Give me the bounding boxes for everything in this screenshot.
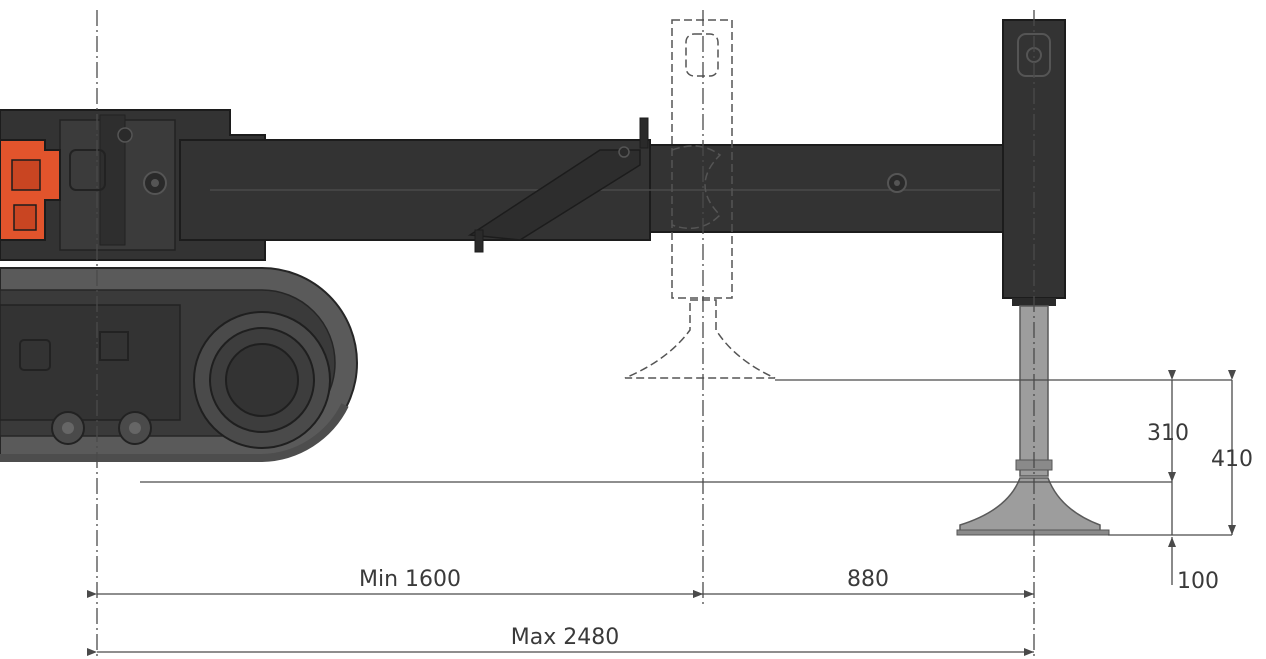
outrigger-leg bbox=[956, 19, 1110, 536]
retracted-outrigger-ghost bbox=[624, 19, 776, 379]
crawler-track bbox=[0, 267, 358, 462]
label-lift-410: 410 bbox=[1211, 447, 1253, 472]
label-max-reach: Max 2480 bbox=[511, 625, 619, 650]
label-extension: 880 bbox=[847, 567, 889, 592]
outrigger-beam bbox=[179, 117, 1011, 253]
hydraulic-block bbox=[0, 139, 61, 241]
dimension-lines bbox=[87, 370, 1236, 656]
reference-lines bbox=[140, 379, 1232, 536]
centerlines bbox=[96, 10, 1035, 659]
label-lift-310: 310 bbox=[1147, 421, 1189, 446]
label-min-reach: Min 1600 bbox=[359, 567, 461, 592]
label-ground-100: 100 bbox=[1177, 569, 1219, 594]
